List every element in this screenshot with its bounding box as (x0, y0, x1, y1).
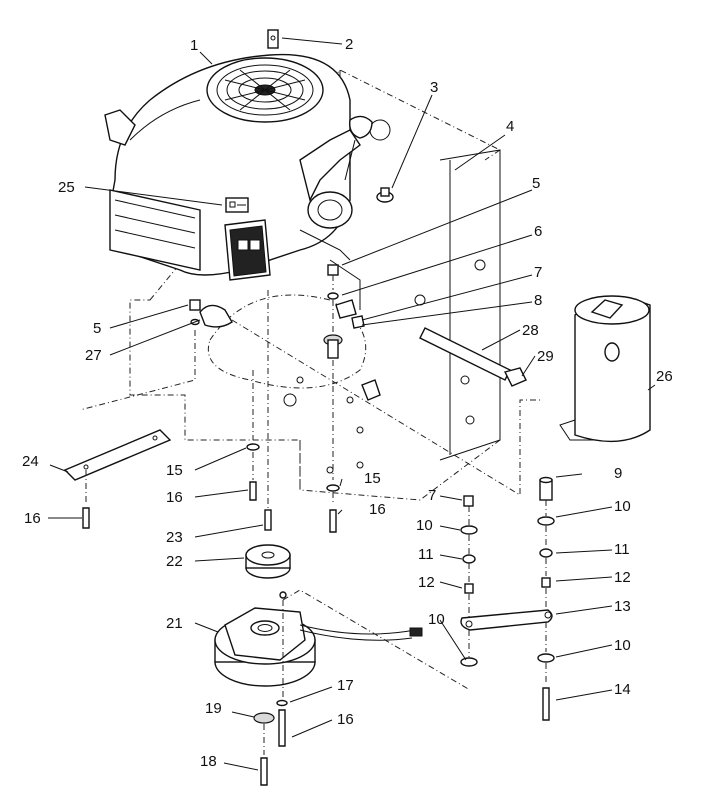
mounting-frame (129, 69, 501, 501)
callout-7-mid: 7 (428, 487, 436, 504)
callout-16-bottom: 16 (337, 711, 354, 728)
callout-17: 17 (337, 677, 354, 694)
callout-10-c: 10 (428, 611, 445, 628)
callout-4: 4 (506, 118, 514, 135)
part-27-clip (199, 304, 233, 328)
callout-14: 14 (614, 681, 631, 698)
part-22-pulley (245, 544, 291, 579)
part-3-sensor (376, 187, 394, 203)
hardware-column-right (323, 264, 343, 533)
callout-2: 2 (345, 36, 353, 53)
callout-26: 26 (656, 368, 673, 385)
callout-labels: 1 2 3 4 5 5 6 7 7 8 9 10 10 10 10 11 11 … (22, 36, 673, 770)
callout-10-b: 10 (614, 498, 631, 515)
callout-7-top: 7 (534, 264, 542, 281)
callout-13: 13 (614, 598, 631, 615)
callout-16-right: 16 (369, 501, 386, 518)
part-2-bracket (267, 29, 279, 49)
callout-5-left: 5 (93, 320, 101, 337)
callout-12-b: 12 (614, 569, 631, 586)
callout-19: 19 (205, 700, 222, 717)
part-13-bar (460, 609, 553, 631)
callout-3: 3 (430, 79, 438, 96)
wire-harness (329, 259, 365, 329)
callout-27: 27 (85, 347, 102, 364)
callout-28: 28 (522, 322, 539, 339)
callout-5-top: 5 (532, 175, 540, 192)
callout-29: 29 (537, 348, 554, 365)
side-panel (439, 149, 501, 461)
callout-10-a: 10 (416, 517, 433, 534)
alignment-line-a (231, 319, 540, 496)
callout-8: 8 (534, 292, 542, 309)
callout-22: 22 (166, 553, 183, 570)
callout-21: 21 (166, 615, 183, 632)
engine (104, 53, 373, 281)
part-21-clutch (214, 591, 423, 687)
callout-15-right: 15 (364, 470, 381, 487)
part-24-plate (63, 429, 172, 529)
part-26-canister (559, 295, 651, 443)
callout-1: 1 (190, 37, 198, 54)
callout-12-a: 12 (418, 574, 435, 591)
callout-25: 25 (58, 179, 75, 196)
hardware-column-mid (460, 495, 478, 667)
callout-16-left: 16 (166, 489, 183, 506)
small-bushing (361, 379, 381, 401)
part-28-rod (419, 327, 511, 381)
part-25-decal (225, 197, 249, 213)
hardware-column-far-right (537, 476, 555, 721)
callout-10-d: 10 (614, 637, 631, 654)
callout-23: 23 (166, 529, 183, 546)
callout-24: 24 (22, 453, 39, 470)
leader-lines (48, 37, 656, 771)
callout-15-left: 15 (166, 462, 183, 479)
callout-11-a: 11 (418, 546, 434, 563)
hardware-below-clutch (253, 600, 288, 786)
callout-16-far-left: 16 (24, 510, 41, 527)
callout-6: 6 (534, 223, 542, 240)
part-29-cap (503, 367, 527, 387)
hardware-column-center (246, 290, 272, 531)
callout-18: 18 (200, 753, 217, 770)
callout-11-b: 11 (614, 541, 630, 558)
callout-9: 9 (614, 465, 622, 482)
